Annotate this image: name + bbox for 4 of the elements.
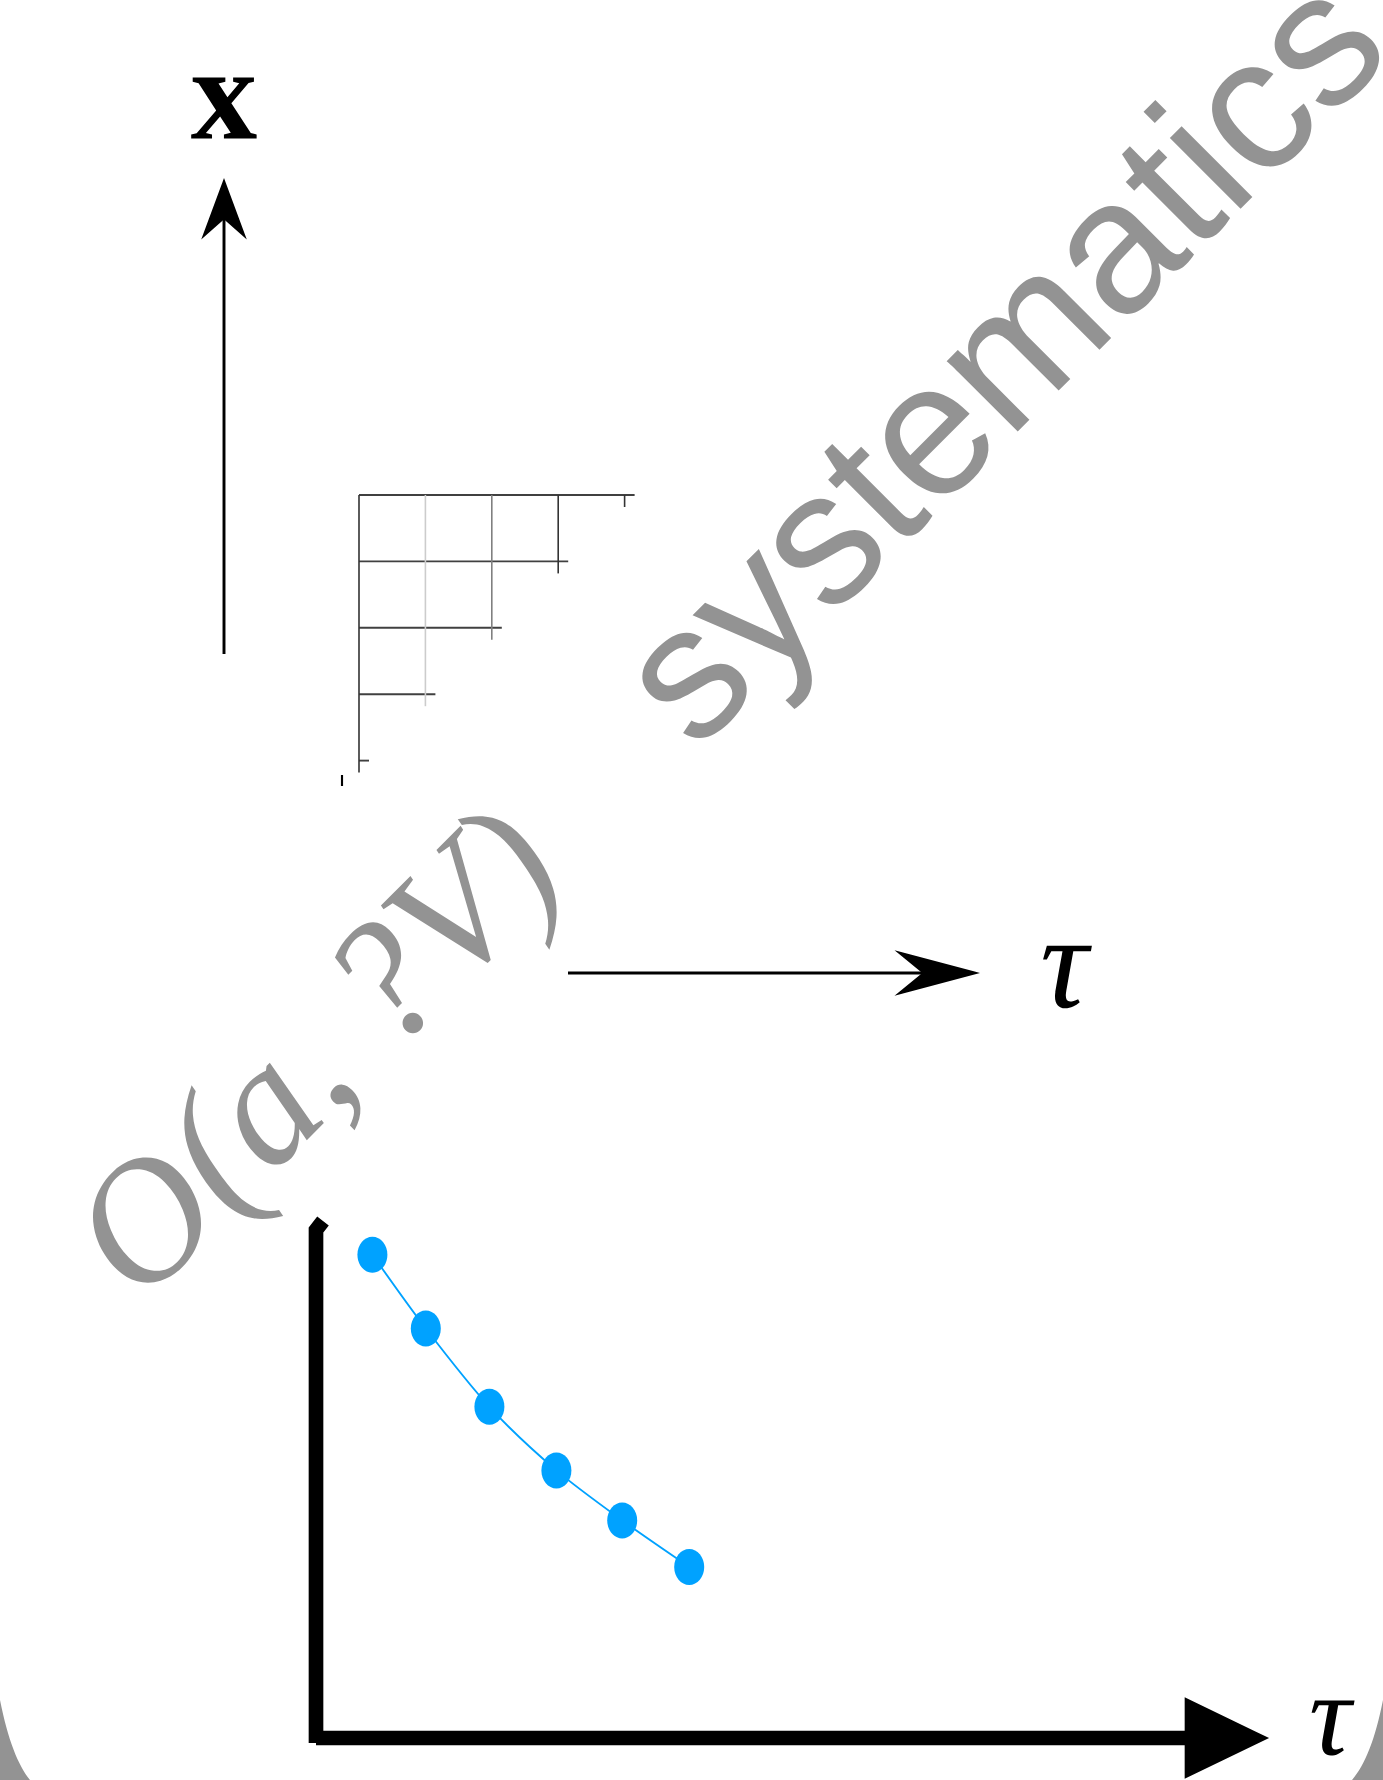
axis-label: τ — [1311, 1700, 1355, 1756]
axis-label: x — [191, 77, 257, 139]
axis-label: τ — [1043, 945, 1092, 1009]
overlay-text: O(a, ?V) — [93, 816, 557, 1283]
